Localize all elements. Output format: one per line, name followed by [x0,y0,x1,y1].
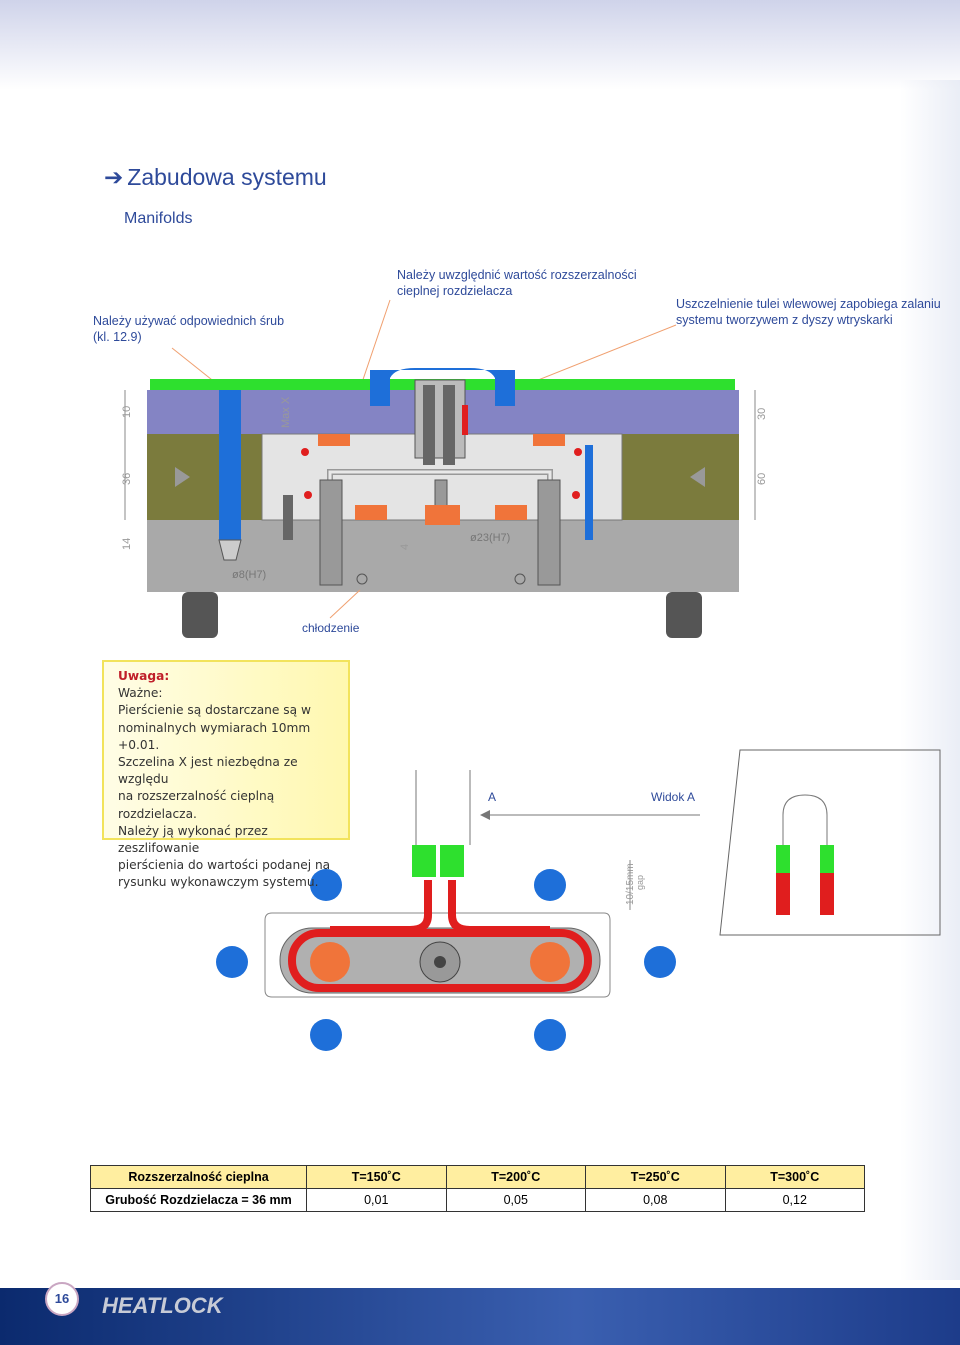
warning-note: Uwaga: Ważne: Pierścienie są dostarczane… [102,660,350,889]
label-widok-a: Widok A [651,790,696,804]
page-title-text: Zabudowa systemu [127,164,327,190]
table-header-cell: T=300˚C [724,1165,865,1189]
table-cell: 0,05 [445,1188,586,1212]
dim-30: 30 [756,408,768,420]
dim-d8: ø8(H7) [232,569,266,581]
note-line: nominalnych wymiarach 10mm +0.01. [118,720,311,752]
table-header-cell: T=200˚C [445,1165,586,1189]
note-line: rysunku wykonawczym systemu. [118,875,319,890]
note-line: Ważne: [118,686,163,701]
table-cell: 0,01 [306,1188,447,1212]
table-row: Grubość Rozdzielacza = 36 mm 0,01 0,05 0… [90,1188,865,1212]
expansion-table: Rozszerzalność cieplna T=150˚C T=200˚C T… [90,1165,865,1212]
dim-4: 4 [399,544,411,550]
page-subtitle: Manifolds [124,210,193,227]
callout-screws: Należy używać odpowiednich śrub (kl. 12.… [93,314,285,344]
dim-max-x: Max X [280,396,292,428]
table-cell: 0,12 [724,1188,865,1212]
dim-gap-word: gap [635,875,645,890]
note-heading: Uwaga: [118,669,170,683]
callout-expansion: Należy uwzględnić wartość rozszerzalnośc… [397,268,637,298]
page-number: 16 [45,1282,79,1316]
dim-36: 36 [121,473,133,485]
label-a: A [488,790,497,804]
table-cell: Grubość Rozdzielacza = 36 mm [90,1188,307,1212]
callout-seal: Uszczelnienie tulei wlewowej zapobiega z… [676,297,941,327]
note-line: pierścienia do wartości podanej na [118,858,331,873]
table-cell: 0,08 [585,1188,726,1212]
table-header-cell: T=250˚C [585,1165,726,1189]
table-header-row: Rozszerzalność cieplna T=150˚C T=200˚C T… [90,1165,865,1189]
note-line: na rozszerzalność cieplną rozdzielacza. [118,789,275,821]
label-cooling: chłodzenie [302,621,360,635]
table-header-cell: T=150˚C [306,1165,447,1189]
dim-gap-value: 10/15mm [625,863,636,905]
page-title: ➔Zabudowa systemu [104,164,327,191]
header-band [0,0,960,90]
footer-bar [0,1288,960,1345]
heatlock-logo: HEATLOCK [102,1293,223,1318]
note-line: Szczelina X jest niezbędna ze względu [118,755,298,787]
note-line: Należy ją wykonać przez zeszlifowanie [118,823,268,856]
dim-14: 14 [121,538,133,550]
side-fade [900,80,960,1280]
dim-d23: ø23(H7) [470,532,510,544]
table-header-cell: Rozszerzalność cieplna [90,1165,307,1189]
dim-60: 60 [756,473,768,485]
arrow-right-icon: ➔ [104,164,124,190]
dim-10: 10 [121,406,133,418]
note-line: Pierścienie są dostarczane są w [118,703,311,718]
